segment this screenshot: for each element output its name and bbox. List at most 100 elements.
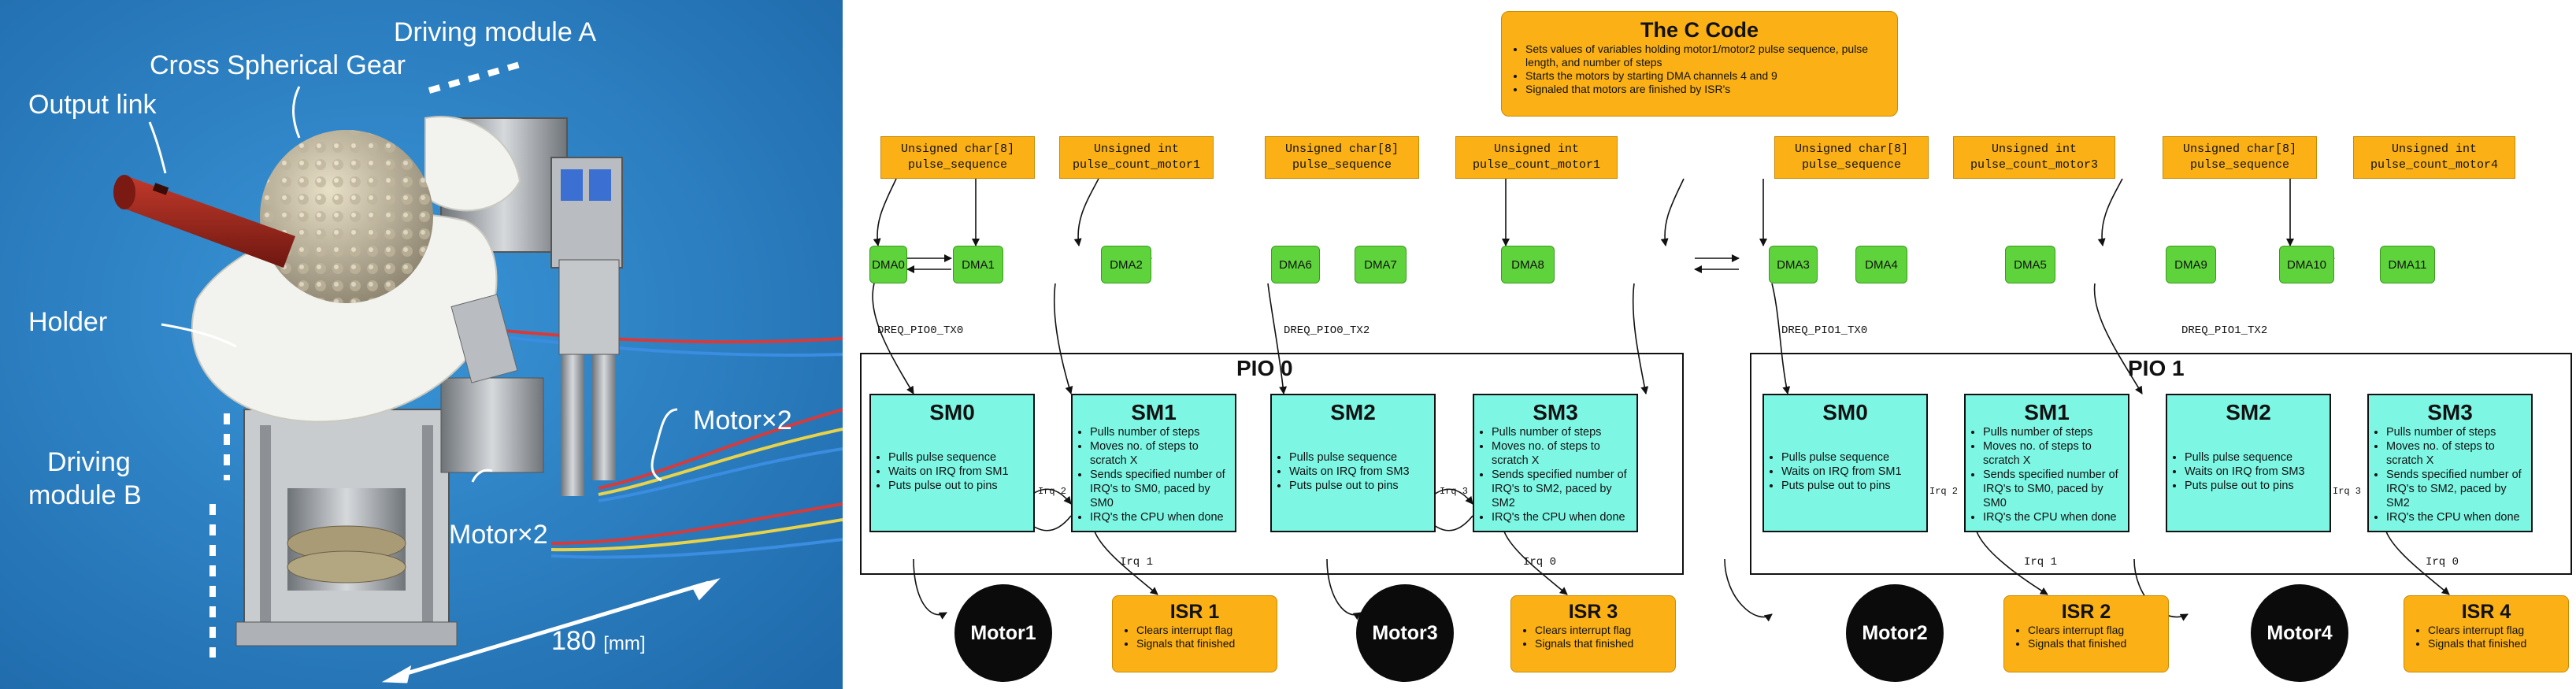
dma-channel: DMA3 [1769, 246, 1818, 283]
state-machine-bullet: Waits on IRQ from SM1 [888, 465, 1009, 479]
variable-type: Unsigned char[8] [1284, 143, 1399, 156]
state-machine-bullet: Waits on IRQ from SM3 [1289, 465, 1410, 479]
isr-title: ISR 4 [2461, 601, 2511, 623]
variable-box: Unsigned int pulse_count_motor4 [2353, 136, 2515, 179]
state-machine-bullets: Pulls pulse sequence Waits on IRQ from S… [871, 450, 1009, 493]
isr-box: ISR 2 Clears interrupt flag Signals that… [2003, 595, 2169, 672]
dma-channel: DMA2 [1101, 246, 1151, 283]
variable-name: pulse_sequence [907, 158, 1008, 172]
dma-channel: DMA10 [2279, 246, 2334, 283]
state-machine-title: SM1 [2024, 400, 2070, 424]
dreq-label: DREQ_PIO0_TX2 [1284, 324, 1370, 337]
variable-name: pulse_count_motor1 [1072, 158, 1201, 172]
dma-channel: DMA9 [2166, 246, 2216, 283]
state-machine-bullet: Sends specified number of IRQ's to SM2, … [1492, 468, 1636, 510]
variable-box: Unsigned int pulse_count_motor3 [1953, 136, 2115, 179]
state-machine-bullet: Pulls pulse sequence [888, 450, 1009, 465]
variable-type: Unsigned char[8] [900, 143, 1015, 156]
label-motor-x2-right: Motor×2 [693, 406, 792, 435]
isr-bullet: Clears interrupt flag [1136, 624, 1277, 637]
motor-node: Motor4 [2251, 584, 2348, 682]
side-bracket [450, 294, 518, 383]
variable-box: Unsigned char[8] pulse_sequence [880, 136, 1035, 179]
motor-node: Motor2 [1846, 584, 1944, 682]
variable-type: Unsigned int [1493, 143, 1580, 156]
variable-box: Unsigned char[8] pulse_sequence [1774, 136, 1929, 179]
isr-bullet: Clears interrupt flag [2428, 624, 2568, 637]
variable-type: Unsigned int [2391, 143, 2478, 156]
isr-bullet: Signals that finished [1535, 637, 1675, 650]
label-dimension: 180 [mm] [551, 626, 646, 656]
state-machine-bullet: Puts pulse out to pins [1781, 479, 1902, 493]
state-machine-bullet: IRQ's the CPU when done [1492, 510, 1636, 524]
state-machine-title: SM3 [1533, 400, 1578, 424]
isr-bullet: Signals that finished [2028, 637, 2168, 650]
c-code-bullet: Sets values of variables holding motor1/… [1525, 43, 1897, 69]
dma-channel: DMA5 [2005, 246, 2055, 283]
isr-bullet: Clears interrupt flag [2028, 624, 2168, 637]
state-machine-bullet: Moves no. of steps to scratch X [2386, 439, 2531, 468]
motor-cables [503, 329, 843, 559]
state-machine-bullets: Pulls pulse sequence Waits on IRQ from S… [1764, 450, 1902, 493]
irq-label: Irq 2 [1929, 486, 1959, 497]
state-machine-bullet: Pulls number of steps [1090, 425, 1235, 439]
state-machine-bullet: Waits on IRQ from SM3 [2185, 465, 2305, 479]
dma-channel: DMA6 [1271, 246, 1320, 283]
isr-title: ISR 1 [1169, 601, 1220, 623]
state-machine-title: SM1 [1131, 400, 1177, 424]
state-machine-bullet: IRQ's the CPU when done [1090, 510, 1235, 524]
dma-channel: DMA1 [953, 246, 1003, 283]
irq-label: Irq 1 [1120, 556, 1154, 569]
label-holder: Holder [28, 307, 107, 337]
state-machine-bullet: Pulls pulse sequence [1781, 450, 1902, 465]
irq-label: Irq 3 [2333, 486, 2362, 497]
dreq-label: DREQ_PIO1_TX2 [2181, 324, 2268, 337]
variable-name: pulse_count_motor3 [1970, 158, 2099, 172]
label-driving-module-b-line2: module B [28, 480, 142, 510]
state-machine-bullet: Pulls pulse sequence [1289, 450, 1410, 465]
state-machine-bullets: Pulls pulse sequence Waits on IRQ from S… [2167, 450, 2305, 493]
isr-box: ISR 3 Clears interrupt flag Signals that… [1510, 595, 1676, 672]
state-machine-title: SM0 [1822, 400, 1868, 424]
state-machine-bullet: Sends specified number of IRQ's to SM0, … [1090, 468, 1235, 510]
dma-channel: DMA7 [1355, 246, 1407, 283]
label-driving-module-a: Driving module A [394, 17, 596, 47]
state-machine-bullet: Pulls number of steps [1492, 425, 1636, 439]
state-machine-box: SM3 Pulls number of steps Moves no. of s… [1473, 394, 1638, 532]
state-machine-box: SM2 Pulls pulse sequence Waits on IRQ fr… [2166, 394, 2331, 532]
isr-bullet: Signals that finished [1136, 637, 1277, 650]
isr-bullets: Clears interrupt flag Signals that finis… [1113, 624, 1277, 650]
variable-box: Unsigned char[8] pulse_sequence [1265, 136, 1419, 179]
isr-box: ISR 4 Clears interrupt flag Signals that… [2404, 595, 2569, 672]
state-machine-bullet: Puts pulse out to pins [888, 479, 1009, 493]
c-code-title: The C Code [1640, 18, 1759, 42]
state-machine-bullet: Sends specified number of IRQ's to SM0, … [1983, 468, 2128, 510]
dma-channel: DMA11 [2380, 246, 2435, 283]
state-machine-bullet: Moves no. of steps to scratch X [1090, 439, 1235, 468]
state-machine-bullet: Waits on IRQ from SM1 [1781, 465, 1902, 479]
variable-box: Unsigned int pulse_count_motor1 [1059, 136, 1214, 179]
c-code-bullet: Starts the motors by starting DMA channe… [1525, 69, 1897, 83]
state-machine-bullets: Pulls pulse sequence Waits on IRQ from S… [1272, 450, 1410, 493]
state-machine-bullet: IRQ's the CPU when done [2386, 510, 2531, 524]
isr-box: ISR 1 Clears interrupt flag Signals that… [1112, 595, 1277, 672]
dma-channel: DMA4 [1855, 246, 1907, 283]
variable-type: Unsigned int [1991, 143, 2077, 156]
variable-box: Unsigned char[8] pulse_sequence [2163, 136, 2317, 179]
c-code-bullet: Signaled that motors are finished by ISR… [1525, 83, 1897, 96]
state-machine-box: SM1 Pulls number of steps Moves no. of s… [1964, 394, 2129, 532]
state-machine-bullet: Moves no. of steps to scratch X [1983, 439, 2128, 468]
state-machine-bullet: Puts pulse out to pins [1289, 479, 1410, 493]
state-machine-bullet: Pulls number of steps [1983, 425, 2128, 439]
irq-label: Irq 1 [2024, 556, 2058, 569]
pio-title: PIO 1 [2128, 356, 2185, 380]
dreq-label: DREQ_PIO1_TX0 [1781, 324, 1868, 337]
isr-title: ISR 3 [1568, 601, 1618, 623]
state-machine-bullet: Puts pulse out to pins [2185, 479, 2305, 493]
pio-architecture-diagram: The C Code Sets values of variables hold… [843, 0, 2576, 689]
output-link [113, 175, 295, 268]
state-machine-bullets: Pulls number of steps Moves no. of steps… [2369, 425, 2531, 524]
variable-name: pulse_count_motor4 [2370, 158, 2499, 172]
state-machine-title: SM0 [929, 400, 975, 424]
variable-type: Unsigned char[8] [1794, 143, 1909, 156]
